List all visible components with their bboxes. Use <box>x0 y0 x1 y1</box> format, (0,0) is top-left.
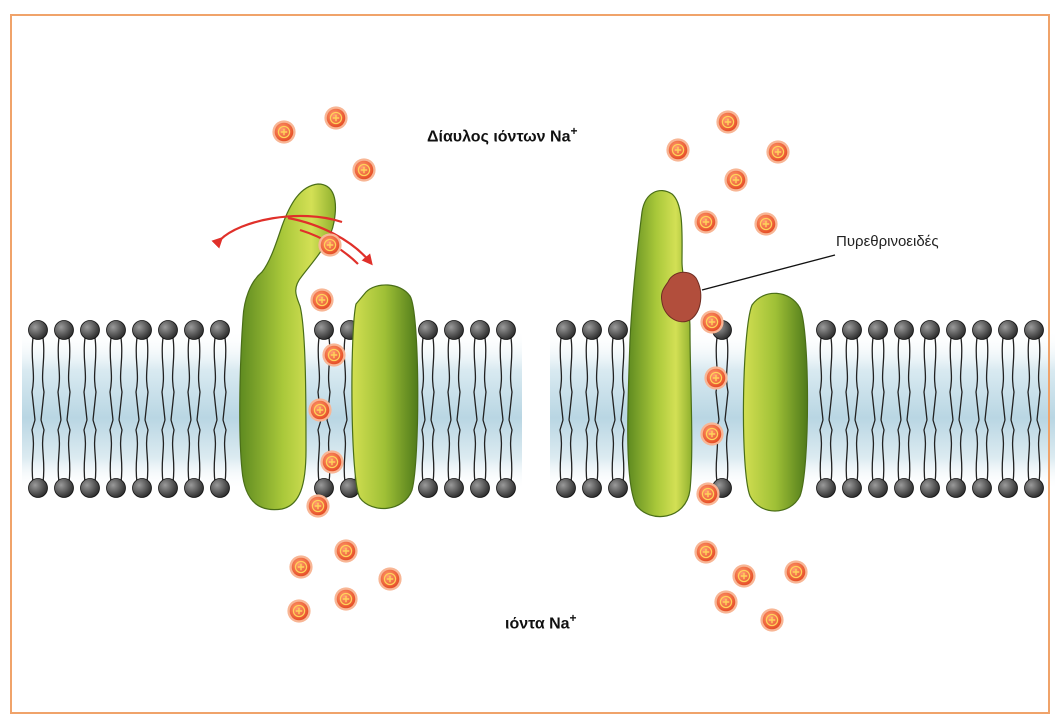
figure-frame <box>10 14 1050 714</box>
pyrethroid-label: Πυρεθρινοειδές <box>836 233 939 250</box>
ions-label: ιόντα Na+ <box>505 611 577 633</box>
channel-label: Δίαυλος ιόντων Na+ <box>427 124 577 146</box>
